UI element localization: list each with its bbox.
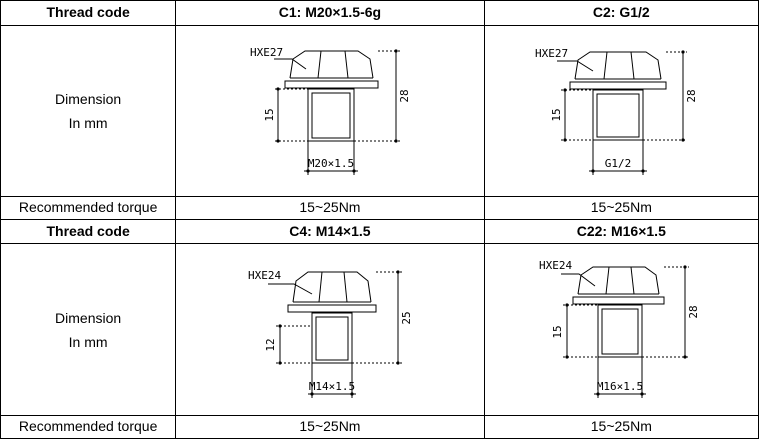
dimension-label: Dimension In mm <box>0 25 177 197</box>
dimension-row: Dimension In mm <box>0 25 760 197</box>
hex-size-label: HXE24 <box>248 269 281 282</box>
total-height-label: 25 <box>400 311 413 324</box>
torque-row: Recommended torque 15~25Nm 15~25Nm <box>0 415 760 439</box>
thread-size-label: M16×1.5 <box>597 380 643 393</box>
dimension-label-line1: Dimension <box>55 309 122 326</box>
torque-row: Recommended torque 15~25Nm 15~25Nm <box>0 196 760 220</box>
thread-code-header: Thread code <box>0 219 177 244</box>
hex-size-label: HXE27 <box>250 46 283 59</box>
thread-length-label: 15 <box>263 108 276 121</box>
torque-value: 15~25Nm <box>175 196 485 220</box>
header-row: Thread code C4: M14×1.5 C22: M16×1.5 <box>0 219 760 244</box>
thread-length-label: 12 <box>264 338 277 351</box>
thread-code-header: Thread code <box>0 0 177 26</box>
torque-value: 15~25Nm <box>483 196 760 220</box>
thread-size-label: M14×1.5 <box>309 380 355 393</box>
hex-size-label: HXE24 <box>539 259 572 272</box>
plug-drawing-cell: HXE27 G1/2 15 28 <box>483 25 760 197</box>
variant-title: C1: M20×1.5-6g <box>175 0 485 26</box>
hex-size-label: HXE27 <box>535 47 568 60</box>
variant-title: C4: M14×1.5 <box>175 219 485 244</box>
variant-title: C2: G1/2 <box>483 0 760 26</box>
plug-drawing-c1: HXE27 M20×1.5 15 28 <box>250 46 411 175</box>
dimension-label: Dimension In mm <box>0 243 177 416</box>
dimension-label-line2: In mm <box>68 115 108 131</box>
torque-label: Recommended torque <box>0 415 177 439</box>
plug-drawing-cell: HXE24 M14×1.5 12 25 <box>175 243 485 416</box>
dimension-row: Dimension In mm <box>0 243 760 416</box>
torque-value: 15~25Nm <box>175 415 485 439</box>
plug-drawing-c22: HXE24 M16×1.5 15 28 <box>539 259 700 398</box>
total-height-label: 28 <box>398 89 411 102</box>
plug-drawing-cell: HXE27 M20×1.5 15 28 <box>175 25 485 197</box>
total-height-label: 28 <box>687 305 700 318</box>
torque-value: 15~25Nm <box>483 415 760 439</box>
thread-length-label: 15 <box>550 108 563 121</box>
dimension-label-line2: In mm <box>68 333 108 350</box>
header-row: Thread code C1: M20×1.5-6g C2: G1/2 <box>0 0 760 26</box>
plug-drawing-c2: HXE27 G1/2 15 28 <box>535 47 698 175</box>
plug-drawing-cell: HXE24 M16×1.5 15 28 <box>483 243 760 416</box>
thread-size-label: G1/2 <box>605 157 632 170</box>
torque-label: Recommended torque <box>0 196 177 220</box>
thread-length-label: 15 <box>551 325 564 338</box>
thread-size-label: M20×1.5 <box>308 157 354 170</box>
total-height-label: 28 <box>685 89 698 102</box>
dimension-label-line1: Dimension <box>55 91 122 107</box>
plug-drawing-c4: HXE24 M14×1.5 12 25 <box>248 269 413 398</box>
variant-title: C22: M16×1.5 <box>483 219 760 244</box>
